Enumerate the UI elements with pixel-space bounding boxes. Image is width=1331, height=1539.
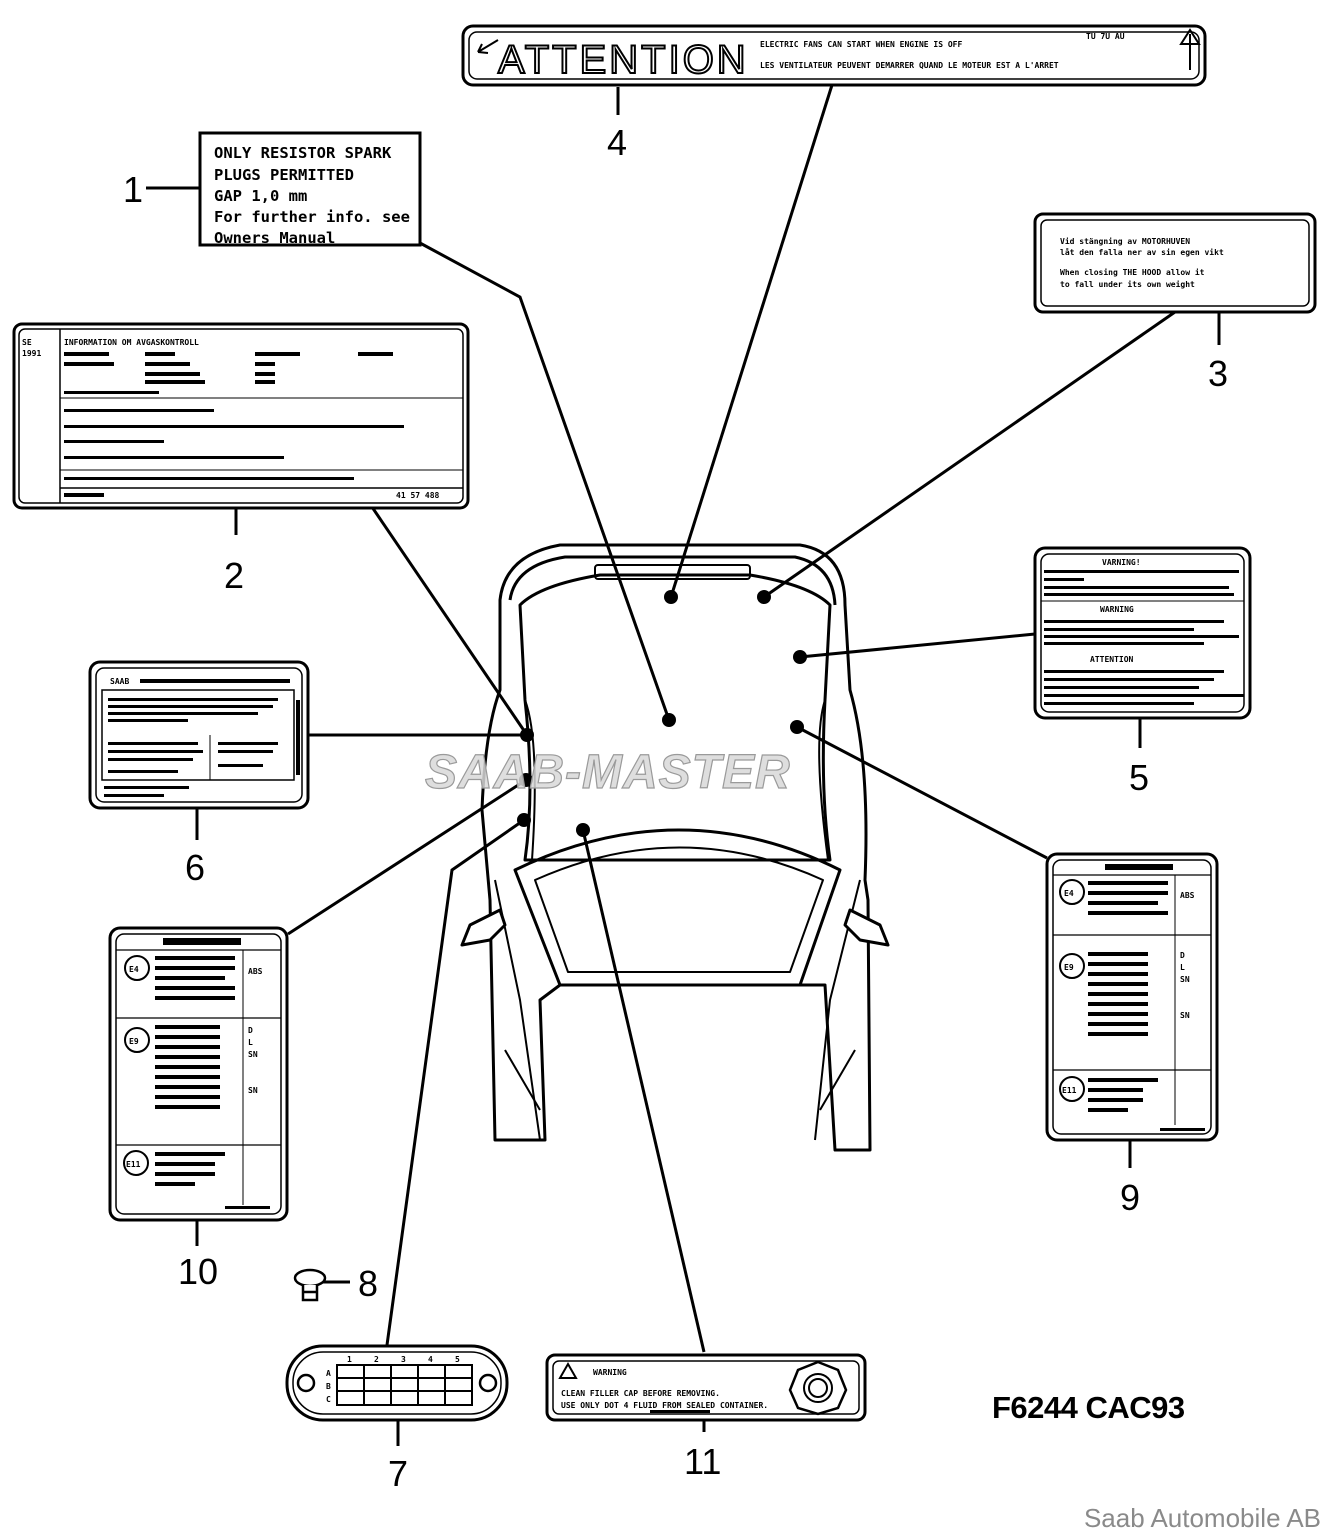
label-10-approval-marks: E4 E9 E11 ABS D L SN SN	[108, 926, 289, 1222]
svg-text:1 2 3 4: 1 2 3 4 5	[347, 1355, 460, 1364]
label-11-brake-fluid-warning: WARNING CLEAN FILLER CAP BEFORE REMOVING…	[545, 1353, 867, 1422]
label-10-tag: ABS	[248, 967, 263, 976]
svg-text:E4 E9 E11: E4 E9 E11	[126, 965, 143, 1169]
label-7-col: 5	[455, 1355, 460, 1364]
label-10-tag: SN	[248, 1050, 258, 1059]
label-7-col: 3	[401, 1355, 406, 1364]
label-11-line2: USE ONLY DOT 4 FLUID FROM SEALED CONTAIN…	[561, 1401, 768, 1410]
label-9-tag: ABS	[1180, 891, 1195, 900]
callout-3: 3	[1208, 353, 1228, 394]
label-1-line: GAP 1,0 mm	[214, 187, 307, 205]
callout-11: 11	[684, 1441, 721, 1482]
label-5-heading-en: WARNING	[1100, 605, 1134, 614]
label-1-spark-plugs: ONLY RESISTOR SPARK PLUGS PERMITTED GAP …	[198, 131, 422, 247]
leader-lines	[146, 84, 1221, 1446]
label-10-tag: SN	[248, 1086, 258, 1095]
label-4-code: TU 7U AU	[1086, 32, 1125, 41]
label-7-col: 2	[374, 1355, 379, 1364]
label-2-year: 1991	[22, 349, 41, 358]
label-10-tag: D	[248, 1026, 253, 1035]
label-1-line: PLUGS PERMITTED	[214, 166, 354, 184]
label-7-row: C	[326, 1395, 331, 1404]
label-9-mark: E11	[1062, 1086, 1077, 1095]
label-5-warning-coolant: VARNING! WARNING ATTENTION	[1033, 546, 1252, 720]
label-10-mark: E11	[126, 1160, 141, 1169]
label-2-country: SE	[22, 338, 32, 347]
label-9-mark: E9	[1064, 963, 1074, 972]
label-10-mark: E4	[129, 965, 139, 974]
label-9-tag: SN	[1180, 1011, 1190, 1020]
callout-8: 8	[358, 1263, 378, 1304]
label-7-row: A	[326, 1369, 331, 1378]
label-7-col: 1	[347, 1355, 352, 1364]
label-3-hood-closing: Vid stängning av MOTORHUVEN låt den fall…	[1033, 212, 1317, 314]
label-9-tag: L	[1180, 963, 1185, 972]
label-3-line: to fall under its own weight	[1060, 279, 1195, 289]
label-4-title: ATTENTION	[498, 38, 749, 82]
label-10-mark: E9	[129, 1037, 139, 1046]
label-1-line: Owners Manual	[214, 229, 335, 247]
callout-2: 2	[224, 555, 244, 596]
label-1-line: ONLY RESISTOR SPARK	[214, 144, 392, 162]
callout-1: 1	[123, 169, 143, 210]
label-2-title: INFORMATION OM AVGASKONTROLL	[64, 338, 199, 347]
label-7-row: B	[326, 1382, 331, 1391]
car-outline	[460, 543, 890, 1152]
callout-7: 7	[388, 1453, 408, 1494]
callout-4: 4	[607, 122, 627, 163]
svg-text:E4 E9 E11: E4 E9 E11	[1062, 889, 1078, 1095]
label-7-col: 4	[428, 1355, 433, 1364]
label-9-tag: D	[1180, 951, 1185, 960]
label-6-brand: SAAB	[110, 677, 129, 686]
label-9-approval-marks: E4 E9 E11 ABS D L SN SN	[1045, 852, 1219, 1142]
label-1-line: For further info. see	[214, 208, 410, 226]
label-4-attention-fans: ATTENTION ELECTRIC FANS CAN START WHEN E…	[461, 24, 1207, 87]
callout-6: 6	[185, 847, 205, 888]
label-7-code-plate: 1 2 3 4 5 A B C	[285, 1344, 509, 1422]
svg-text:A B C: A B C	[326, 1369, 336, 1404]
watermark: SAAB-MASTER	[425, 746, 791, 799]
label-11-line1: CLEAN FILLER CAP BEFORE REMOVING.	[561, 1389, 720, 1398]
label-4-line2: LES VENTILATEUR PEUVENT DEMARRER QUAND L…	[760, 61, 1059, 70]
label-3-line: When closing THE HOOD allow it	[1060, 267, 1205, 277]
label-6-emission-control: SAAB	[88, 660, 310, 810]
callout-9: 9	[1120, 1177, 1140, 1218]
label-3-line: Vid stängning av MOTORHUVEN	[1060, 236, 1190, 246]
callout-numbers: 1 2 3 4 5 6 7 8 9 10 11	[123, 122, 1228, 1494]
copyright-text: Saab Automobile AB	[1083, 1503, 1321, 1533]
item-8-plastic-clip	[293, 1268, 327, 1302]
label-5-heading-sv: VARNING!	[1102, 558, 1141, 567]
label-11-title: WARNING	[593, 1368, 627, 1377]
label-9-mark: E4	[1064, 889, 1074, 898]
svg-text:ONLY RESISTOR SPARK PLUG: ONLY RESISTOR SPARK PLUGS PERMITTED GAP …	[214, 144, 419, 247]
callout-5: 5	[1129, 757, 1149, 798]
label-5-heading-fr: ATTENTION	[1090, 655, 1134, 664]
label-2-number: 41 57 488	[396, 491, 440, 500]
label-9-tag: SN	[1180, 975, 1190, 984]
svg-text:Vid stängning av MOTORHUVEN: Vid stängning av MOTORHUVEN låt den fall…	[1060, 236, 1229, 289]
label-2-emission-info: SE 1991 INFORMATION OM AVGASKONTROLL 41 …	[12, 322, 470, 510]
label-4-line1: ELECTRIC FANS CAN START WHEN ENGINE IS O…	[760, 40, 962, 49]
svg-text:ABS D L SN: ABS D L SN SN	[248, 967, 267, 1095]
figure-reference: F6244 CAC93	[992, 1390, 1185, 1425]
svg-text:ABS D L SN: ABS D L SN SN	[1180, 891, 1199, 1020]
callout-10: 10	[178, 1251, 218, 1292]
label-10-tag: L	[248, 1038, 253, 1047]
label-3-line: låt den falla ner av sin egen vikt	[1060, 247, 1224, 257]
